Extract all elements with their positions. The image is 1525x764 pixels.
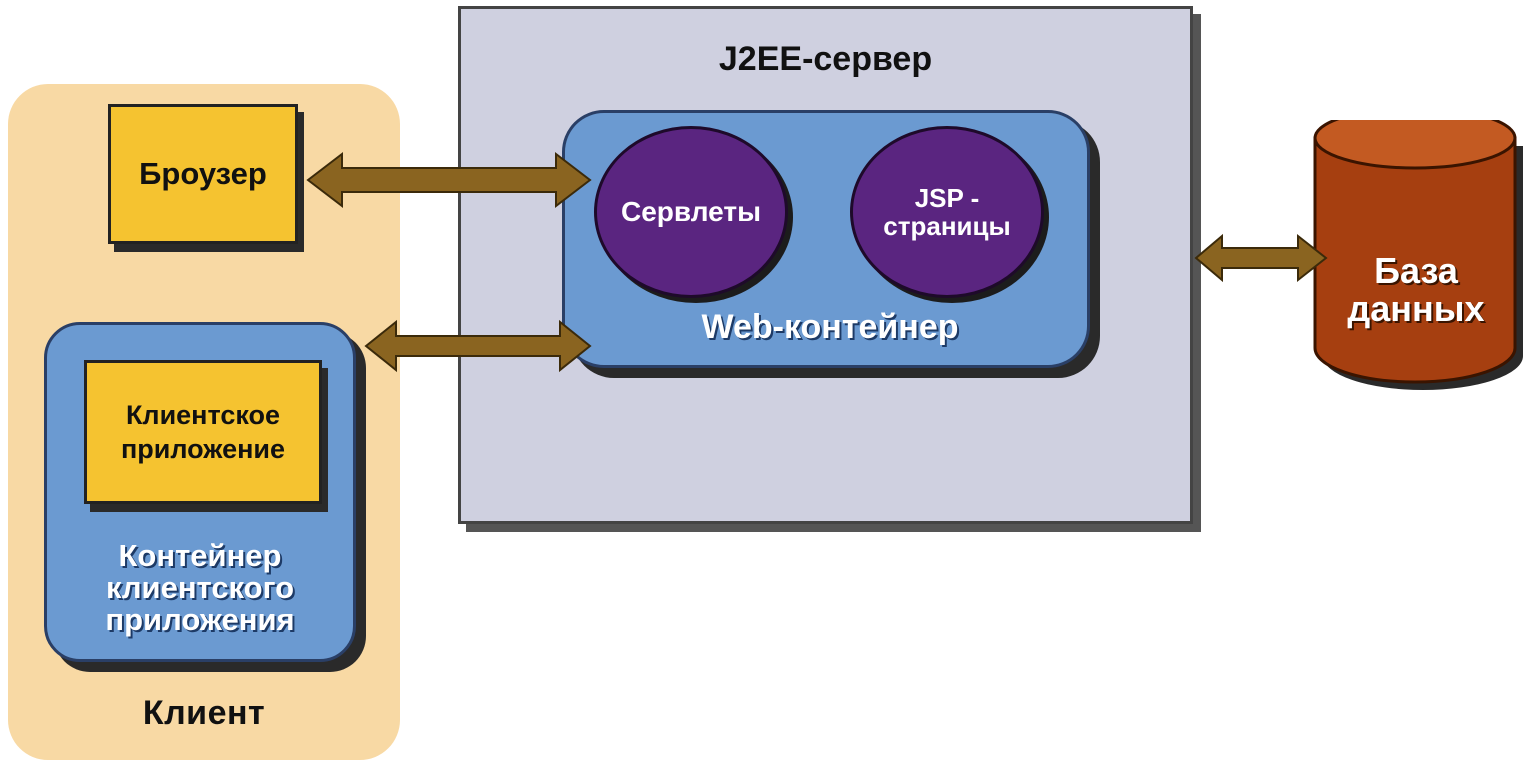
client-label: Клиент: [142, 694, 266, 732]
database-label-line2: данных: [1347, 288, 1485, 329]
database-label-line1: База: [1374, 250, 1458, 291]
app-container-label-line3: приложения: [105, 602, 295, 637]
app-container-label-line1: Контейнер: [118, 538, 282, 573]
server-title: J2EE-сервер: [718, 40, 933, 78]
servlets-node: Сервлеты: [594, 126, 788, 298]
client-app-label-line1: Клиентское: [125, 400, 281, 430]
app-container-label: Контейнер клиентского приложения: [44, 540, 356, 640]
servlets-label: Сервлеты: [621, 196, 761, 227]
web-container-label: Web-контейнер: [701, 308, 959, 346]
client-app-node: Клиентское приложение: [84, 360, 322, 504]
jsp-label-line1: JSP -: [914, 183, 980, 213]
browser-label: Броузер: [139, 156, 267, 191]
browser-node: Броузер: [108, 104, 298, 244]
app-container-label-line2: клиентского: [105, 570, 295, 605]
database-label: База данных: [1318, 252, 1514, 342]
jsp-node: JSP - страницы: [850, 126, 1044, 298]
client-app-label-line2: приложение: [120, 434, 286, 464]
database-cylinder: [1313, 120, 1523, 390]
jsp-label-line2: страницы: [883, 211, 1011, 241]
